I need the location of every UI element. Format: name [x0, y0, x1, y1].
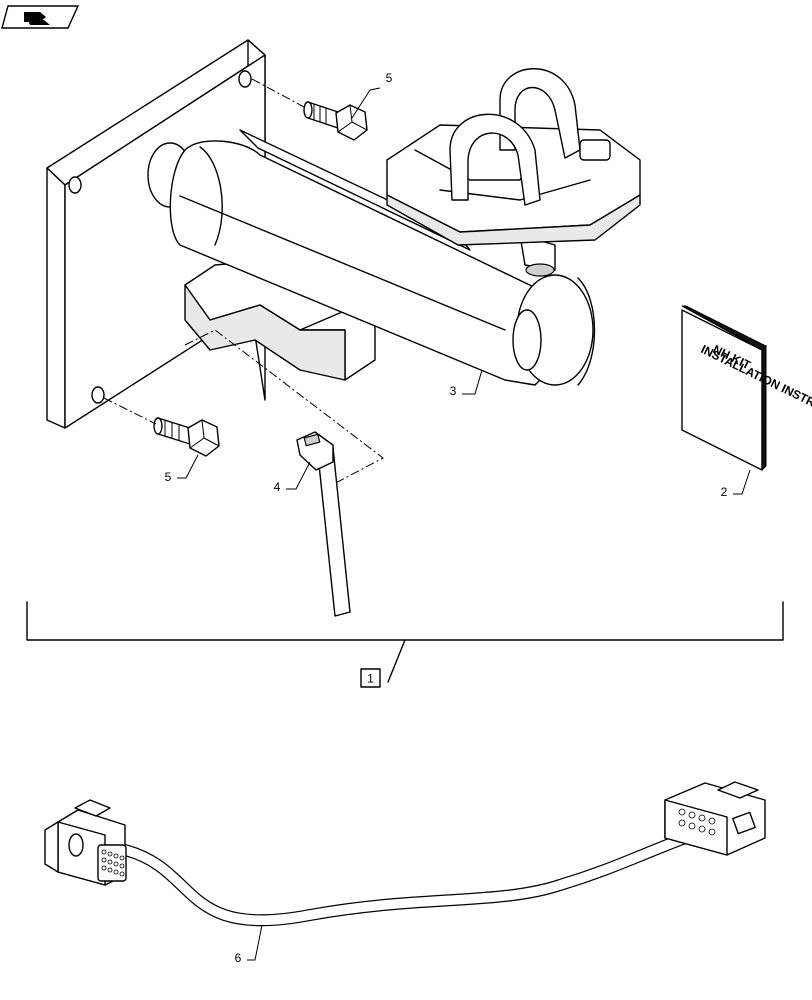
tie-routing-path: [184, 329, 384, 487]
bolt-upper: [303, 101, 368, 141]
hook-assembly: [386, 68, 641, 246]
callout-5-upper: 5: [351, 71, 393, 119]
kit-bracket: 1: [26, 601, 784, 688]
callout-2: 2: [721, 469, 751, 499]
leader-bolt-lower: [103, 397, 157, 425]
page-forward-icon[interactable]: [1, 5, 80, 29]
cable-tie: [296, 431, 351, 617]
kit-callout-box: [360, 668, 381, 688]
callout-label: 2: [721, 485, 728, 499]
callout-label: 4: [274, 480, 281, 494]
callout-3: 3: [450, 369, 483, 398]
kit-callout-label: 1: [367, 672, 374, 686]
callout-label: 6: [235, 951, 242, 965]
instruction-manual: NH KIT INSTALLATION INSTRUCTIONS: [681, 305, 812, 472]
callout-5-lower: 5: [165, 454, 199, 484]
connector-right: [664, 781, 766, 856]
callout-6: 6: [235, 924, 263, 965]
wire-harness: [44, 781, 766, 927]
leader-bolt-upper: [251, 78, 307, 109]
callout-label: 3: [450, 384, 457, 398]
connector-left: [44, 799, 127, 886]
callout-label: 5: [165, 470, 172, 484]
callout-4: 4: [274, 461, 311, 494]
bolt-lower: [153, 417, 220, 457]
callout-label: 5: [386, 71, 393, 85]
